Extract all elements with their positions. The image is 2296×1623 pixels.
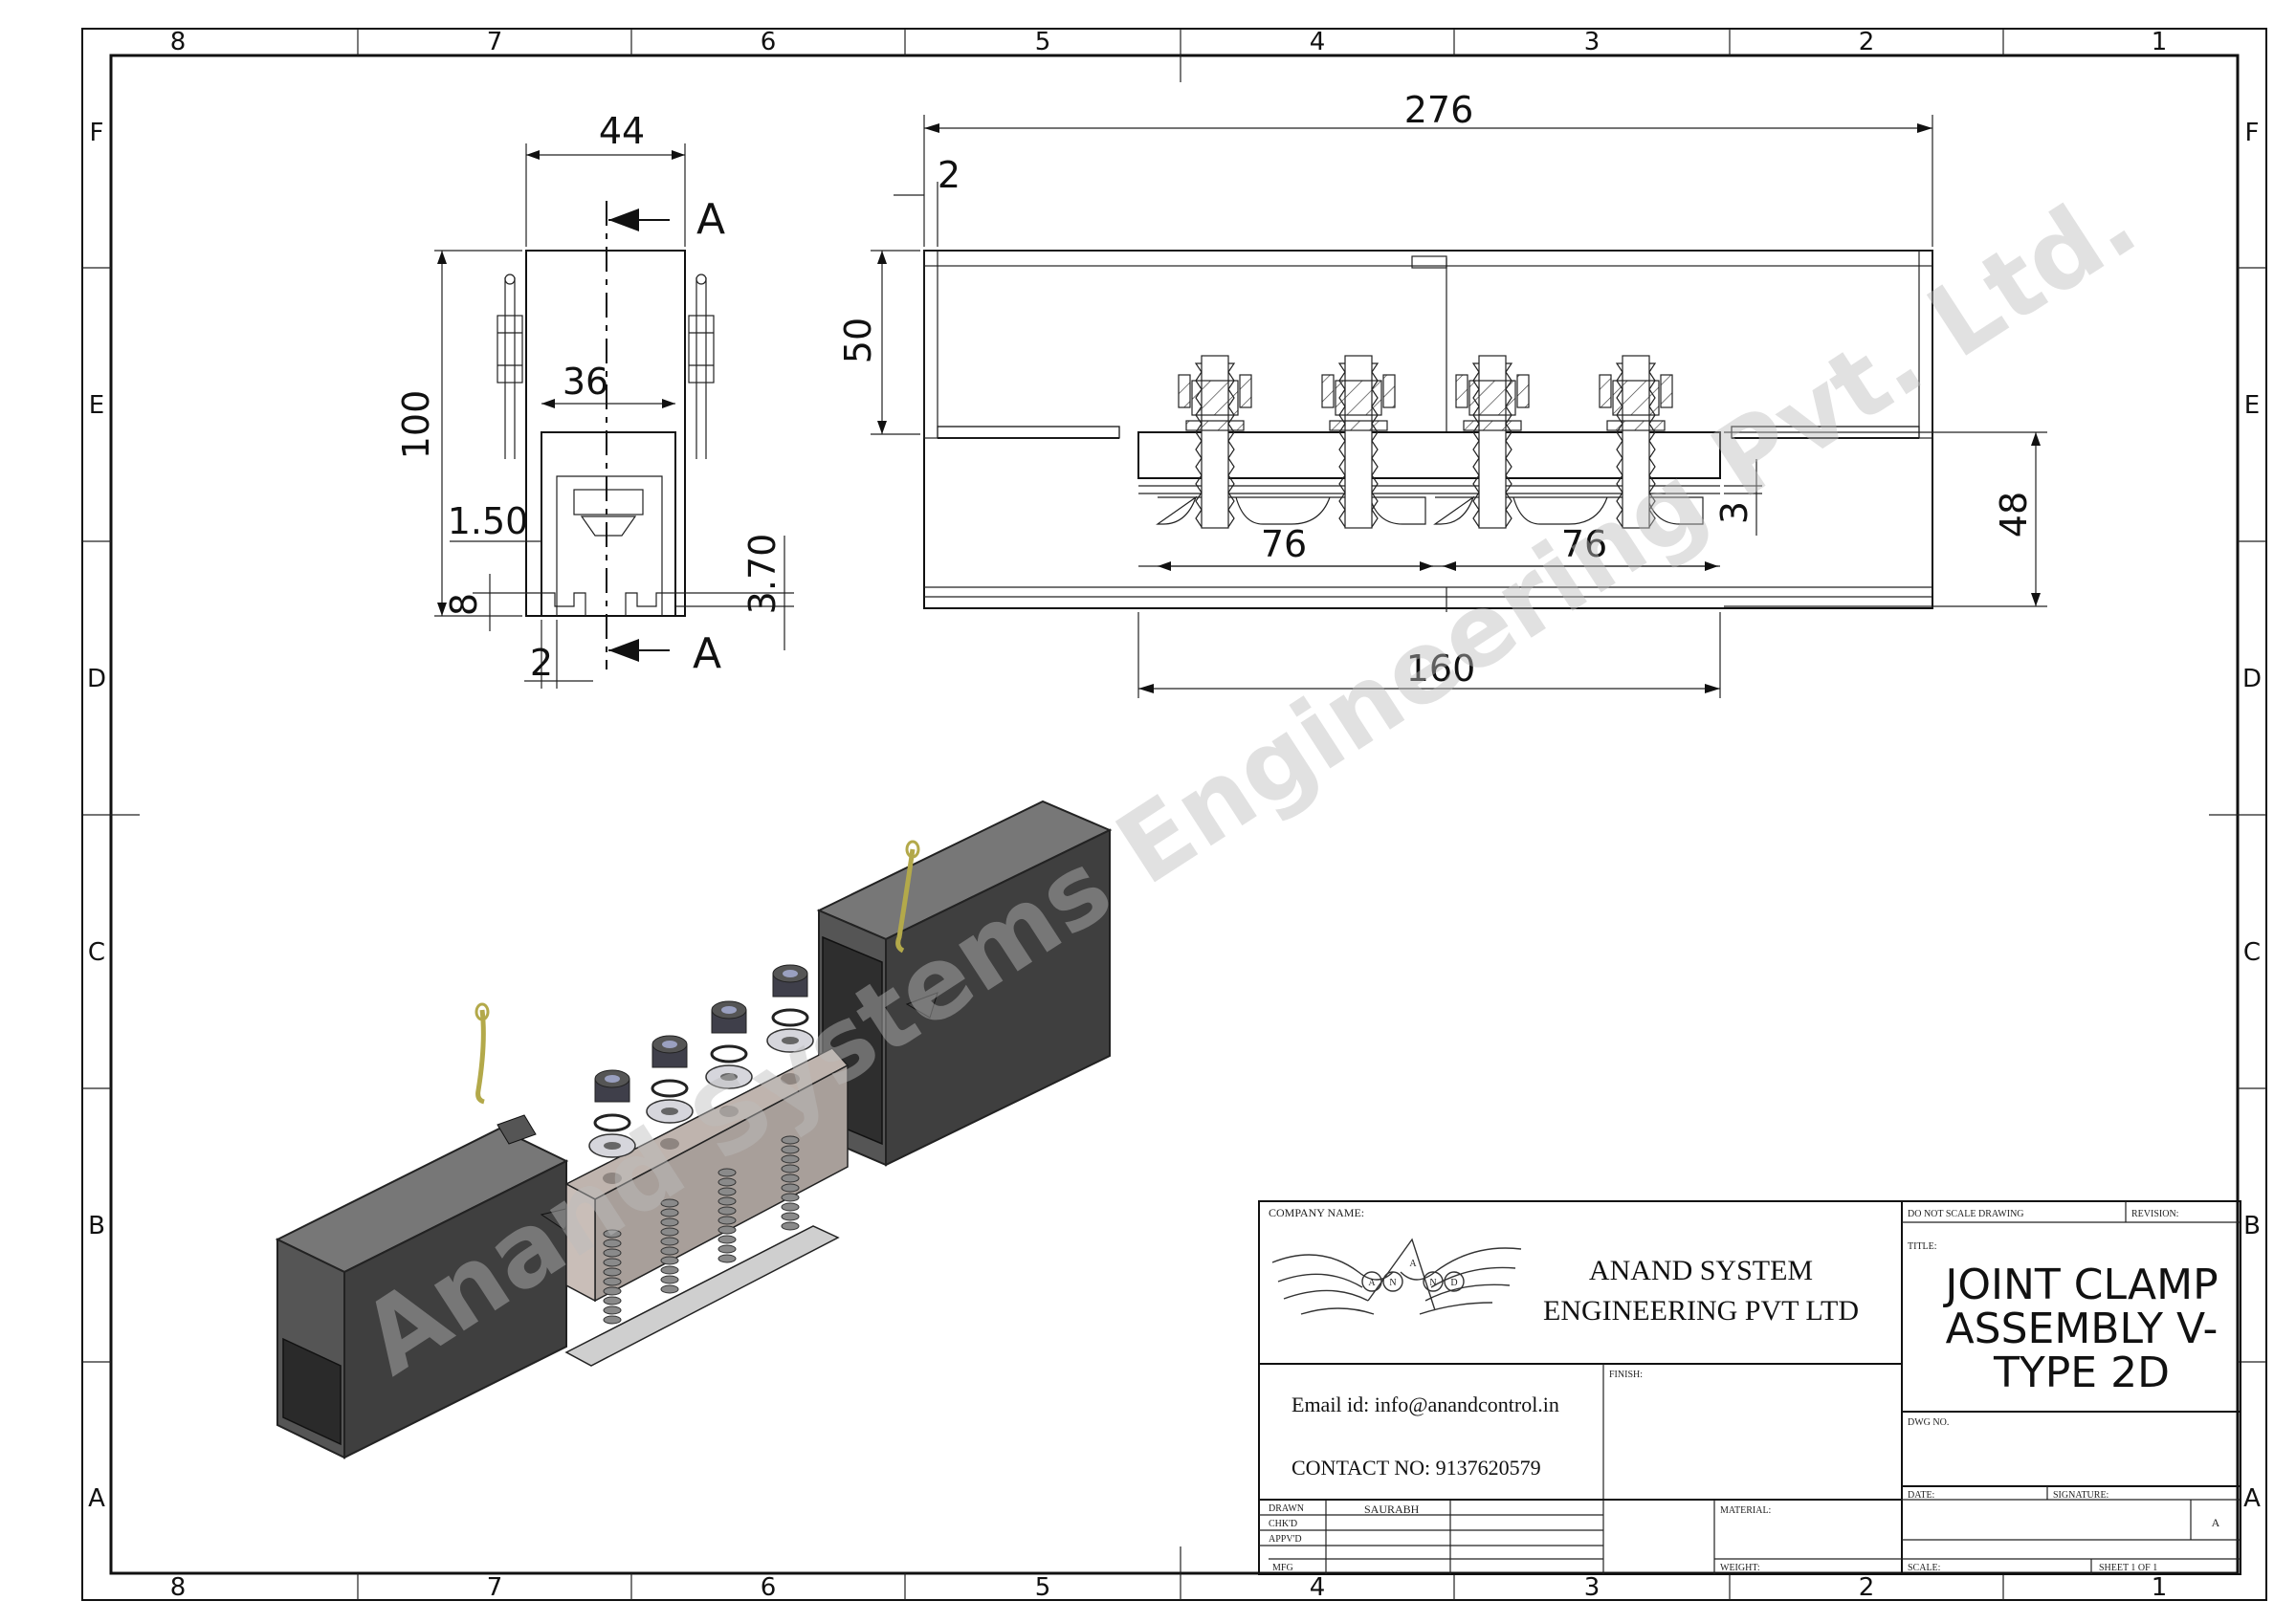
dim-76-right: 76 — [1561, 523, 1607, 565]
company-name-label: COMPANY NAME: — [1269, 1206, 1364, 1219]
dim-276: 276 — [1404, 89, 1474, 131]
zone-row-left-C: C — [88, 938, 105, 967]
zone-col-bottom-2: 2 — [1859, 1573, 1875, 1602]
title-line3: TYPE 2D — [1993, 1349, 2170, 1397]
revision-label: REVISION: — [2131, 1209, 2178, 1219]
spring — [660, 1198, 679, 1294]
do-not-scale: DO NOT SCALE DRAWING — [1908, 1209, 2024, 1219]
dim-76-left: 76 — [1261, 523, 1307, 565]
date-label: DATE: — [1908, 1490, 1934, 1501]
dim-1-50: 1.50 — [448, 500, 529, 542]
section-bolt — [1321, 355, 1396, 529]
section-label-bottom: A — [693, 629, 721, 678]
zone-col-top-7: 7 — [487, 28, 503, 56]
drawn-name: SAURABH — [1364, 1502, 1420, 1516]
dim-50: 50 — [837, 318, 879, 363]
chkd-label: CHK'D — [1269, 1519, 1297, 1529]
zone-row-right-A: A — [2243, 1484, 2261, 1513]
spring — [781, 1135, 800, 1231]
weight-label: WEIGHT: — [1720, 1563, 1760, 1573]
title-block: COMPANY NAME: A N A N D ANAND SYSTEM ENG… — [1258, 1200, 2241, 1575]
zone-row-right-C: C — [2243, 938, 2261, 967]
zone-labels-top: 8 7 6 5 4 3 2 1 — [170, 28, 2168, 56]
mfg-label: MFG — [1272, 1563, 1293, 1573]
spring — [603, 1229, 622, 1325]
zone-col-bottom-7: 7 — [487, 1573, 503, 1602]
zone-col-bottom-6: 6 — [761, 1573, 777, 1602]
zone-ticks — [82, 29, 2266, 1600]
company-logo — [1271, 1238, 1522, 1315]
logo-letter-3: A — [1409, 1259, 1417, 1269]
dim-44: 44 — [599, 110, 645, 152]
email: Email id: info@anandcontrol.in — [1292, 1393, 1559, 1416]
zone-col-top-2: 2 — [1859, 28, 1875, 56]
zone-col-top-6: 6 — [761, 28, 777, 56]
sheet-number: SHEET 1 OF 1 — [2099, 1563, 2157, 1573]
zone-col-top-5: 5 — [1035, 28, 1051, 56]
appvd-label: APPV'D — [1269, 1534, 1302, 1545]
zone-col-bottom-3: 3 — [1584, 1573, 1601, 1602]
zone-col-top-1: 1 — [2152, 28, 2168, 56]
title-line2: ASSEMBLY V- — [1946, 1305, 2219, 1353]
nut-washer-stack — [588, 1069, 636, 1158]
company-name-line1: ANAND SYSTEM — [1589, 1255, 1813, 1286]
dim-48: 48 — [1993, 492, 2035, 537]
section-bolt — [1178, 355, 1252, 529]
section-label-top: A — [696, 195, 725, 244]
zone-col-top-4: 4 — [1310, 28, 1326, 56]
logo-letter-5: D — [1450, 1278, 1457, 1288]
sheet-size: A — [2212, 1516, 2220, 1529]
zone-labels-bottom: 8 7 6 5 4 3 2 1 — [170, 1573, 2168, 1602]
scale-label: SCALE: — [1908, 1563, 1940, 1573]
zone-row-left-F: F — [90, 119, 104, 147]
title-line1: JOINT CLAMP — [1942, 1261, 2218, 1309]
dim-2-front: 2 — [938, 154, 960, 196]
company-name-line2: ENGINEERING PVT LTD — [1543, 1295, 1859, 1327]
zone-row-left-B: B — [88, 1212, 105, 1240]
zone-col-bottom-4: 4 — [1310, 1573, 1326, 1602]
zone-col-top-3: 3 — [1584, 28, 1601, 56]
zone-col-bottom-1: 1 — [2152, 1573, 2168, 1602]
zone-row-right-E: E — [2244, 391, 2260, 420]
watermark: Anand Systems Engineering Pvt. Ltd. — [342, 163, 2155, 1397]
zone-row-right-D: D — [2242, 665, 2262, 693]
nut-washer-stack — [766, 964, 814, 1053]
zone-col-bottom-5: 5 — [1035, 1573, 1051, 1602]
zone-col-bottom-8: 8 — [170, 1573, 187, 1602]
material-label: MATERIAL: — [1720, 1505, 1771, 1516]
dim-8: 8 — [443, 593, 485, 616]
zone-row-right-F: F — [2245, 119, 2260, 147]
dim-160: 160 — [1406, 647, 1476, 690]
zone-row-left-E: E — [89, 391, 104, 420]
logo-letter-4: N — [1429, 1278, 1436, 1288]
isometric-assembly — [275, 800, 1113, 1459]
dim-36: 36 — [563, 361, 608, 403]
section-bolt — [1599, 355, 1673, 529]
nut-washer-stack — [705, 1000, 753, 1089]
spring — [718, 1168, 737, 1263]
dim-3: 3 — [1713, 501, 1755, 524]
zone-row-left-A: A — [88, 1484, 105, 1513]
side-view: A A 44 100 36 1.50 8 3.70 2 — [395, 110, 794, 689]
zone-col-top-8: 8 — [170, 28, 187, 56]
dim-2-side: 2 — [530, 642, 553, 684]
dwg-no-label: DWG NO. — [1908, 1417, 1949, 1428]
front-view: 276 2 50 48 3 76 76 160 — [837, 89, 2047, 698]
zone-labels-right: F E D C B A — [2242, 119, 2262, 1513]
zone-labels-left: F E D C B A — [87, 119, 106, 1513]
zone-row-right-B: B — [2243, 1212, 2261, 1240]
zone-row-left-D: D — [87, 665, 106, 693]
logo-letter-2: N — [1389, 1278, 1396, 1288]
nut-washer-stack — [646, 1035, 694, 1124]
dim-3-70: 3.70 — [741, 534, 784, 615]
title-label: TITLE: — [1908, 1241, 1937, 1252]
drawn-label: DRAWN — [1269, 1503, 1304, 1514]
section-bolt — [1455, 355, 1530, 529]
logo-letter-1: A — [1368, 1278, 1376, 1288]
contact-number: CONTACT NO: 9137620579 — [1292, 1456, 1541, 1480]
signature-label: SIGNATURE: — [2053, 1490, 2108, 1501]
finish-label: FINISH: — [1609, 1370, 1643, 1380]
dim-100: 100 — [395, 390, 437, 460]
